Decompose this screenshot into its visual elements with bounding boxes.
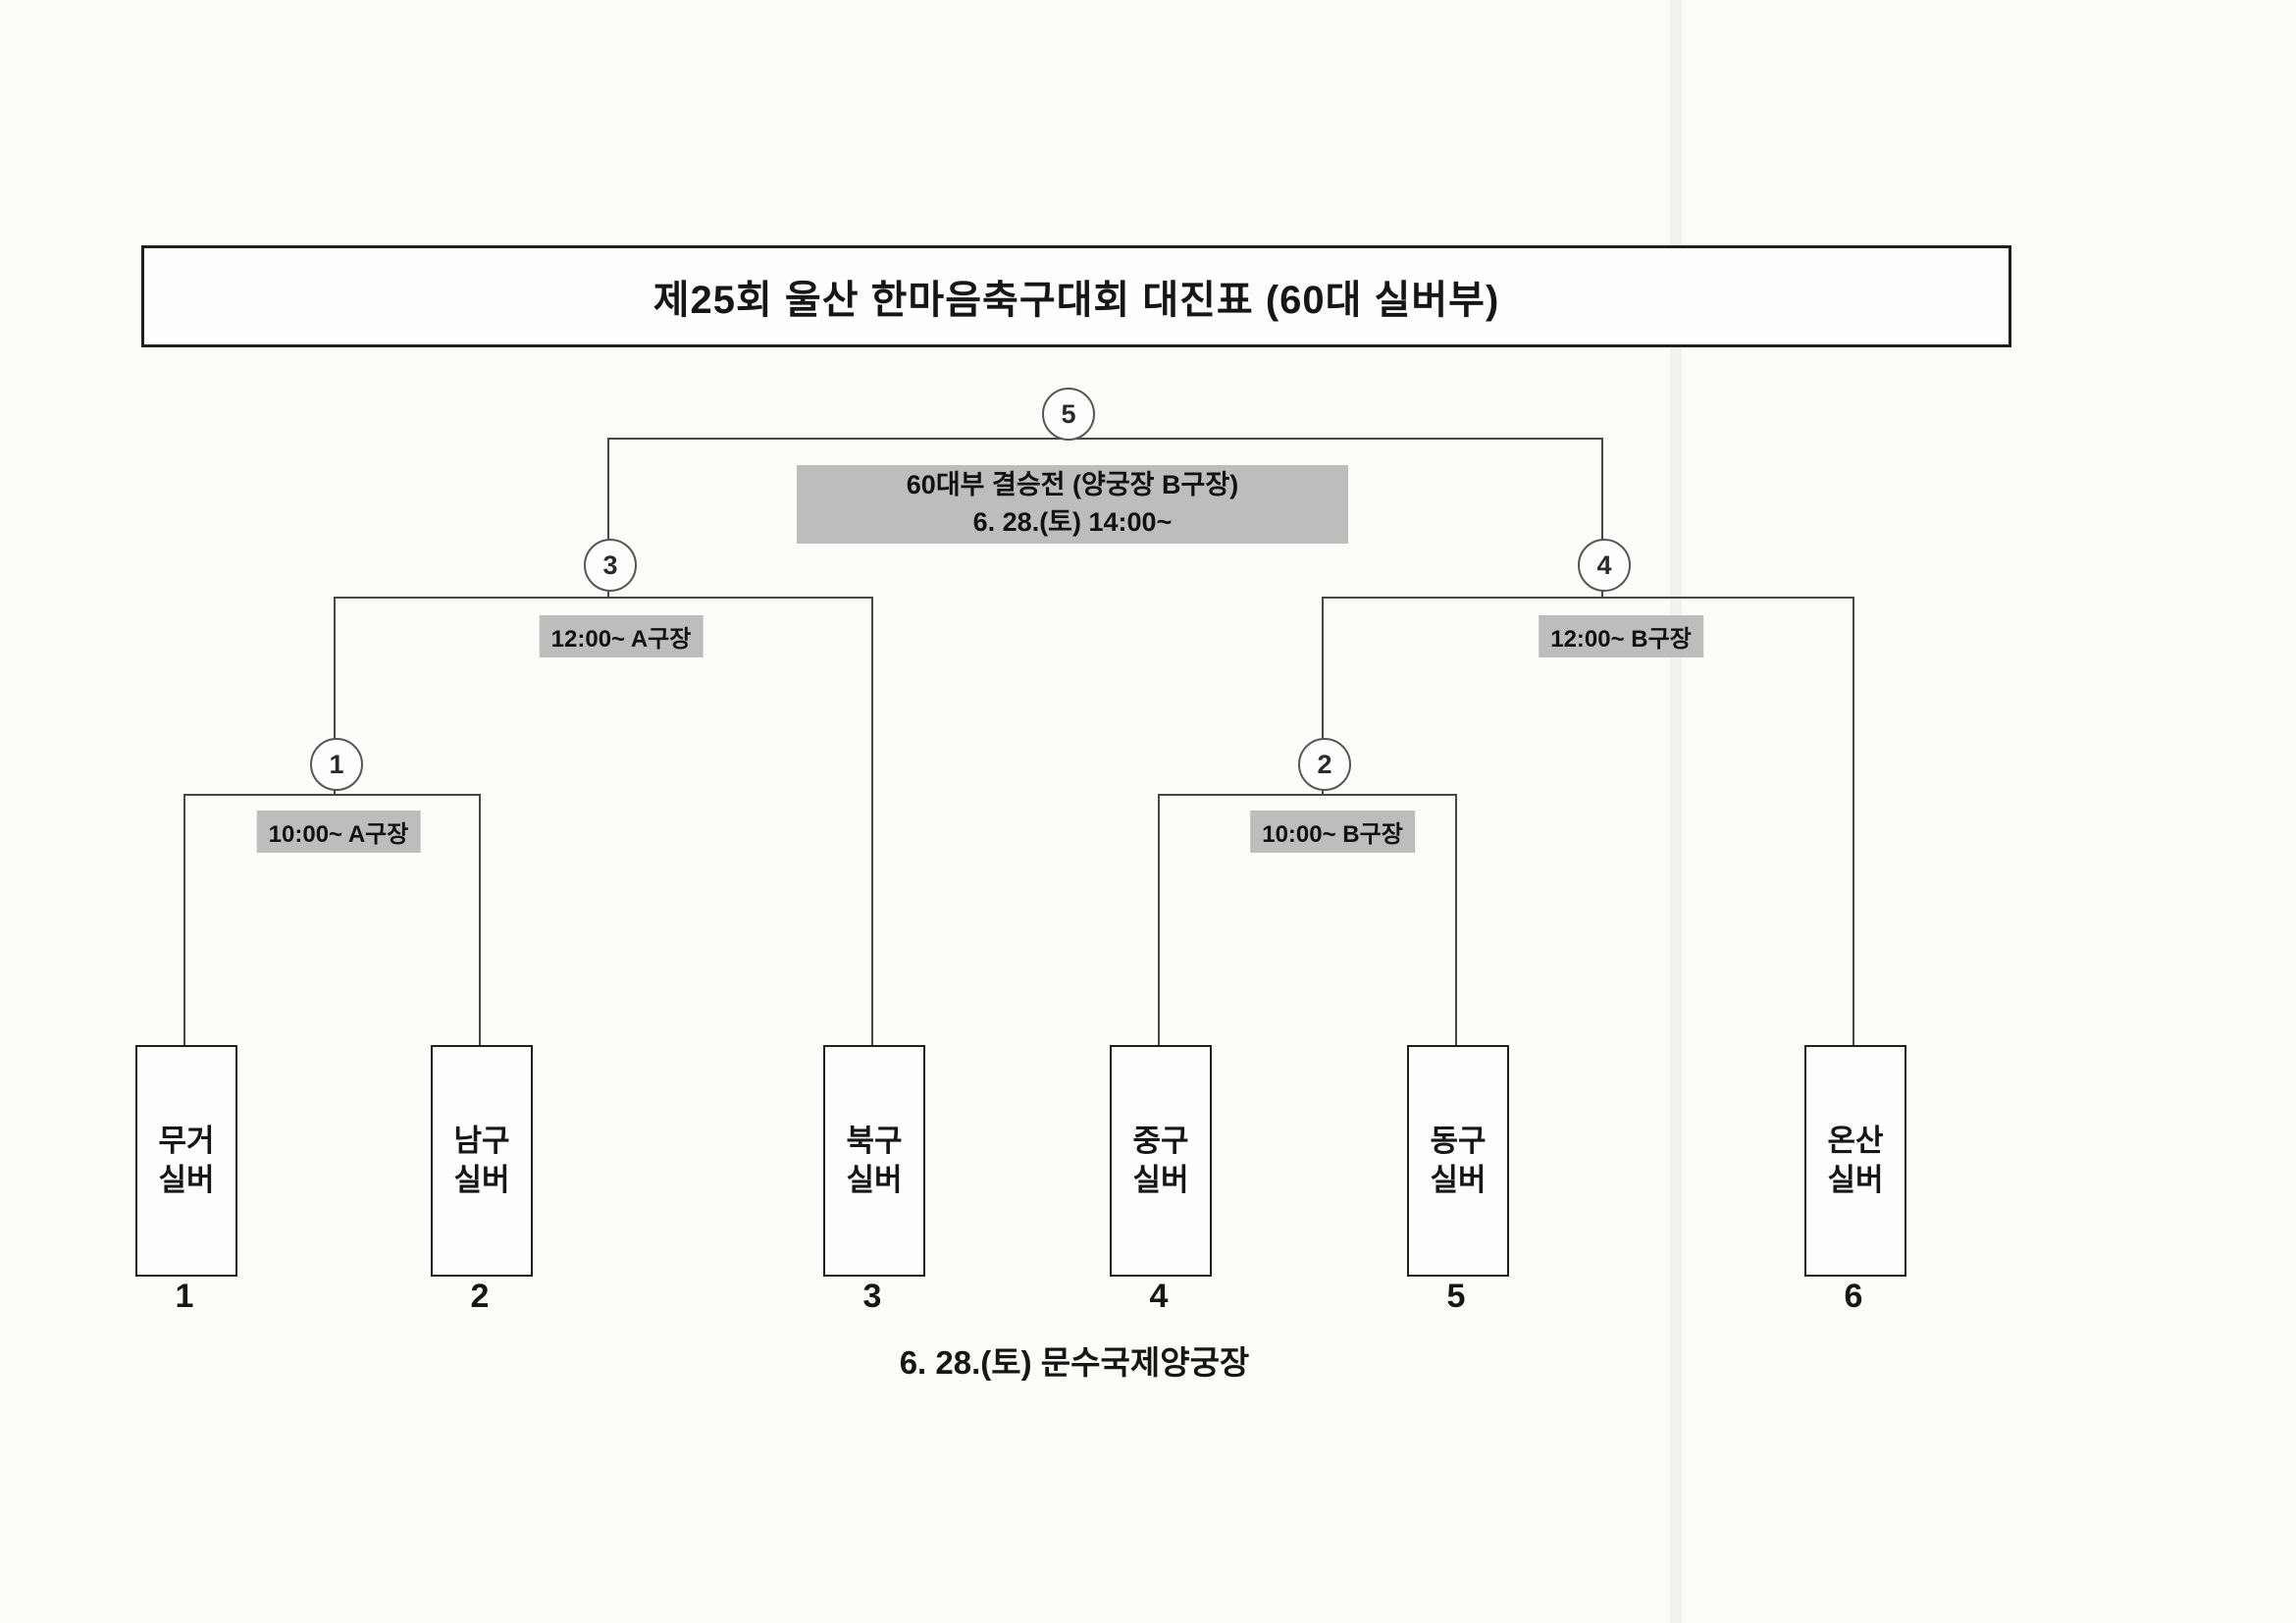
bracket-line-semifinal-b-horizontal <box>1322 597 1854 599</box>
team-name-line1: 무거 <box>158 1123 215 1158</box>
bracket-line-team1-drop <box>183 794 185 1046</box>
team-name-line2: 실버 <box>453 1163 510 1197</box>
match-1-number: 1 <box>329 749 344 779</box>
team-name: 무거 실버 <box>158 1122 214 1201</box>
bracket-line-final-left-drop <box>607 438 609 599</box>
team-name: 남구 실버 <box>453 1122 509 1201</box>
team-seed-6: 6 <box>1844 1278 1863 1315</box>
team-box-4: 중구 실버 <box>1110 1045 1212 1277</box>
team-seed-3: 3 <box>862 1278 882 1315</box>
match-2-circle: 2 <box>1298 738 1351 791</box>
match-5-number: 5 <box>1061 398 1076 429</box>
team-name-line2: 실버 <box>158 1163 215 1197</box>
team-box-1: 무거 실버 <box>135 1045 237 1277</box>
team-name-line1: 북구 <box>846 1123 903 1158</box>
bracket-line-team2-drop <box>479 794 481 1046</box>
team-name: 동구 실버 <box>1430 1122 1486 1201</box>
bracket-line-match2-stem <box>1322 597 1324 796</box>
match-3-circle: 3 <box>584 539 637 592</box>
bracket-line-match1-stem <box>334 597 336 796</box>
semifinal-b-time-label: 12:00~ B구장 <box>1539 615 1703 657</box>
match-5-circle: 5 <box>1042 388 1095 441</box>
team-box-2: 남구 실버 <box>431 1045 533 1277</box>
final-info-line2: 6. 28.(토) 14:00~ <box>972 507 1173 537</box>
match-4-circle: 4 <box>1578 539 1631 592</box>
final-info-line1: 60대부 결승전 (양궁장 B구장) <box>906 470 1239 500</box>
team-name: 온산 실버 <box>1827 1122 1883 1201</box>
round1-b-time-label: 10:00~ B구장 <box>1250 811 1415 853</box>
footer-note: 6. 28.(토) 문수국제양궁장 <box>899 1344 1250 1381</box>
page-title: 제25회 울산 한마음축구대회 대진표 (60대 실버부) <box>652 279 1500 322</box>
title-box: 제25회 울산 한마음축구대회 대진표 (60대 실버부) <box>141 245 2011 347</box>
team-name: 중구 실버 <box>1132 1122 1188 1201</box>
match-4-number: 4 <box>1596 550 1612 580</box>
team-seed-4: 4 <box>1149 1278 1169 1315</box>
team-name-line2: 실버 <box>1430 1163 1487 1197</box>
team-box-3: 북구 실버 <box>823 1045 925 1277</box>
bracket-line-final-right-drop <box>1601 438 1603 599</box>
match-2-number: 2 <box>1317 749 1332 779</box>
bracket-line-round1-a-horizontal <box>184 794 481 796</box>
team-name-line1: 동구 <box>1430 1123 1487 1158</box>
team-name-line2: 실버 <box>1827 1163 1884 1197</box>
team-seed-2: 2 <box>470 1278 490 1315</box>
round1-a-time-label: 10:00~ A구장 <box>256 811 421 853</box>
team-box-5: 동구 실버 <box>1407 1045 1509 1277</box>
team-box-6: 온산 실버 <box>1804 1045 1906 1277</box>
scan-artifact-band <box>1670 0 1682 1623</box>
team-name-line1: 중구 <box>1132 1123 1189 1158</box>
team-name-line2: 실버 <box>1132 1163 1189 1197</box>
team-name: 북구 실버 <box>846 1122 902 1201</box>
semifinal-a-time-label: 12:00~ A구장 <box>539 615 704 657</box>
bracket-line-team4-drop <box>1158 794 1160 1046</box>
team-seed-5: 5 <box>1446 1278 1466 1315</box>
team-name-line1: 온산 <box>1827 1123 1884 1158</box>
match-3-number: 3 <box>602 550 618 580</box>
bracket-line-team3-drop <box>871 597 873 1046</box>
team-name-line2: 실버 <box>846 1163 903 1197</box>
match-1-circle: 1 <box>310 738 363 791</box>
bracket-line-team6-drop <box>1852 597 1854 1046</box>
bracket-line-round1-b-horizontal <box>1159 794 1457 796</box>
team-name-line1: 남구 <box>453 1123 510 1158</box>
bracket-line-final-horizontal <box>608 438 1603 440</box>
team-seed-1: 1 <box>175 1278 194 1315</box>
bracket-line-team5-drop <box>1455 794 1457 1046</box>
final-info-box: 60대부 결승전 (양궁장 B구장) 6. 28.(토) 14:00~ <box>797 465 1348 544</box>
bracket-line-semifinal-a-horizontal <box>335 597 873 599</box>
